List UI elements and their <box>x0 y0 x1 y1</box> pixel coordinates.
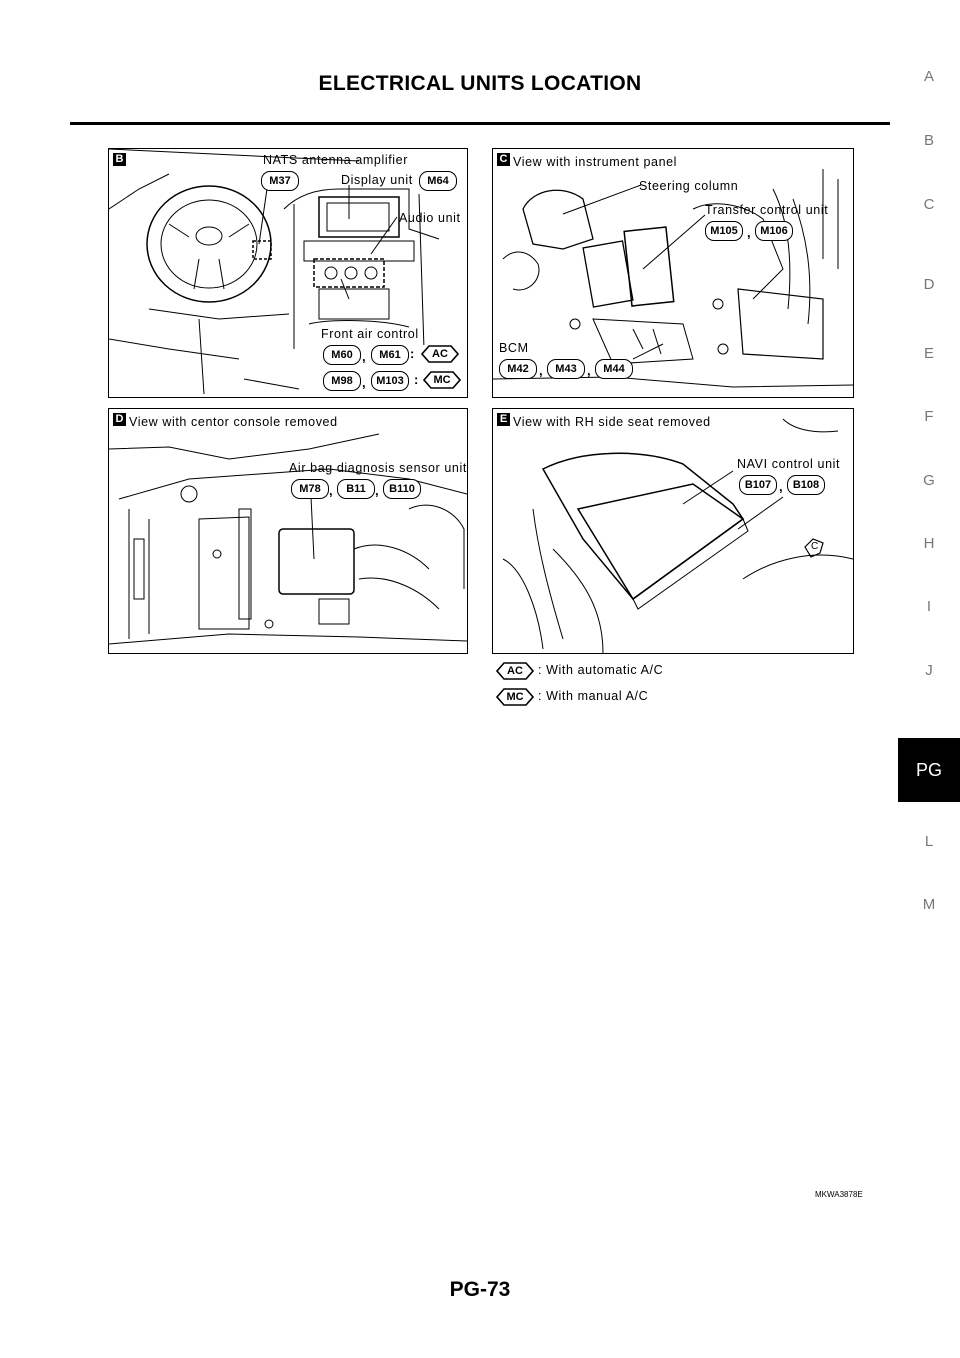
separator-comma: , <box>587 363 591 378</box>
connector-m37: M37 <box>261 171 299 191</box>
hex-tag-icon <box>496 688 534 706</box>
tab-pg-active[interactable]: PG <box>898 738 960 802</box>
figure-code: MKWA3878E <box>815 1190 863 1199</box>
label-front-air-control: Front air control <box>321 327 419 341</box>
tab-j[interactable]: J <box>925 662 933 679</box>
separator-comma: , <box>362 349 366 364</box>
legend-tag-ac: AC <box>496 662 534 680</box>
tab-i[interactable]: I <box>926 598 932 615</box>
tab-g[interactable]: G <box>923 472 935 489</box>
connector-m44: M44 <box>595 359 633 379</box>
tag-mc: MC <box>423 371 461 389</box>
label-view-center-console: View with centor console removed <box>129 415 338 429</box>
tab-m[interactable]: M <box>922 896 936 913</box>
separator-comma: , <box>375 483 379 498</box>
label-steering-column: Steering column <box>639 179 739 193</box>
connector-m64: M64 <box>419 171 457 191</box>
panel-c-instrument-panel: C View with instrument panel Steering co… <box>492 148 854 398</box>
separator-comma: , <box>747 225 751 240</box>
panel-e-marker: E <box>497 413 510 426</box>
connector-m103: M103 <box>371 371 409 391</box>
connector-b110: B110 <box>383 479 421 499</box>
label-navi-control-unit: NAVI control unit <box>737 457 841 471</box>
connector-m61: M61 <box>371 345 409 365</box>
label-airbag-sensor-unit: Air bag diagnosis sensor unit <box>289 461 467 475</box>
separator-colon: : <box>414 372 419 387</box>
separator-comma: , <box>539 363 543 378</box>
panel-b-marker: B <box>113 153 126 166</box>
connector-m43: M43 <box>547 359 585 379</box>
panel-b-dashboard: B NATS antenna amplifier M37 Display uni… <box>108 148 468 398</box>
separator-comma: , <box>362 375 366 390</box>
label-view-rh-seat: View with RH side seat removed <box>513 415 711 429</box>
panel-d-center-console: D View with centor console removed Air b… <box>108 408 468 654</box>
hex-tag-icon <box>421 345 459 363</box>
tag-ac: AC <box>421 345 459 363</box>
instrument-panel-illustration <box>493 169 853 388</box>
connector-b107: B107 <box>739 475 777 495</box>
label-view-instrument-panel: View with instrument panel <box>513 155 678 169</box>
panel-e-rh-seat: E View with RH side seat removed NAVI co… <box>492 408 854 654</box>
connector-m98: M98 <box>323 371 361 391</box>
label-display-unit: Display unit <box>341 173 413 187</box>
tab-l[interactable]: L <box>924 833 934 850</box>
legend-tag-mc: MC <box>496 688 534 706</box>
tab-a[interactable]: A <box>923 68 934 85</box>
connector-b108: B108 <box>787 475 825 495</box>
connector-m105: M105 <box>705 221 743 241</box>
dashboard-illustration <box>109 149 440 395</box>
connector-b11: B11 <box>337 479 375 499</box>
separator-comma: , <box>329 483 333 498</box>
tag-mc-label: MC <box>433 374 451 386</box>
panel-c-marker: C <box>497 153 510 166</box>
tab-c[interactable]: C <box>923 196 935 213</box>
tag-ac-label: AC <box>432 348 448 360</box>
hex-tag-icon <box>423 371 461 389</box>
legend-ac-text: : With automatic A/C <box>538 663 664 677</box>
tab-f[interactable]: F <box>924 408 934 425</box>
separator-colon: : <box>410 346 415 361</box>
rh-seat-illustration <box>502 418 853 653</box>
connector-m42: M42 <box>499 359 537 379</box>
connector-m78: M78 <box>291 479 329 499</box>
title-rule <box>70 122 890 125</box>
connector-m106: M106 <box>755 221 793 241</box>
tab-b[interactable]: B <box>923 132 934 149</box>
page-title: ELECTRICAL UNITS LOCATION <box>318 72 642 95</box>
legend-mc-text: : With manual A/C <box>538 689 649 703</box>
connector-m60: M60 <box>323 345 361 365</box>
page-number: PG-73 <box>449 1278 511 1301</box>
label-bcm: BCM <box>499 341 529 355</box>
panel-d-marker: D <box>113 413 126 426</box>
label-nats-antenna: NATS antenna amplifier <box>263 153 408 167</box>
label-c-mark: C <box>811 541 819 552</box>
tab-h[interactable]: H <box>923 535 935 552</box>
label-audio-unit: Audio unit <box>399 211 461 225</box>
separator-comma: , <box>779 479 783 494</box>
legend-tag-ac-label: AC <box>507 665 523 677</box>
center-console-illustration <box>109 433 467 645</box>
label-transfer-control-unit: Transfer control unit <box>705 203 829 217</box>
hex-tag-icon <box>496 662 534 680</box>
tab-d[interactable]: D <box>923 276 935 293</box>
tab-e[interactable]: E <box>923 345 934 362</box>
legend-tag-mc-label: MC <box>506 691 524 703</box>
section-tabs: A B C D E F G H I J PG L M <box>898 0 960 1358</box>
